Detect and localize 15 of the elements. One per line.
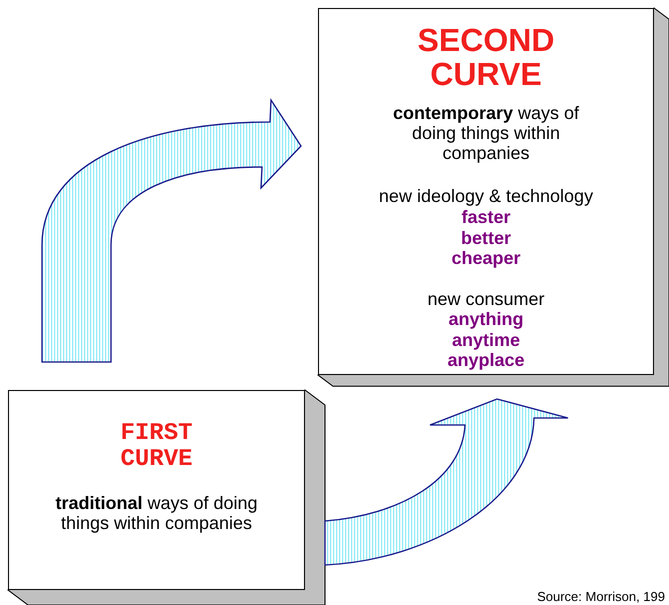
heading: FIRST CURVE bbox=[119, 421, 194, 473]
curved-block-arrow bbox=[324, 398, 569, 566]
source-note: Source: Morrison, 199 bbox=[537, 589, 665, 604]
heading: SECOND CURVE bbox=[416, 23, 556, 91]
keyword: anything bbox=[448, 309, 524, 329]
keyword: anytime bbox=[452, 330, 520, 350]
keyword: cheaper bbox=[451, 248, 521, 268]
description: traditional ways of doing things within companies bbox=[54, 493, 259, 533]
keyword: faster bbox=[461, 207, 511, 227]
curved-block-arrow bbox=[41, 99, 302, 363]
description: new consumer bbox=[427, 289, 545, 309]
keyword: anyplace bbox=[447, 350, 525, 370]
keyword: better bbox=[460, 228, 511, 248]
description: new ideology & technology bbox=[378, 186, 594, 206]
description: contemporary ways of doing things within companies bbox=[392, 103, 580, 163]
